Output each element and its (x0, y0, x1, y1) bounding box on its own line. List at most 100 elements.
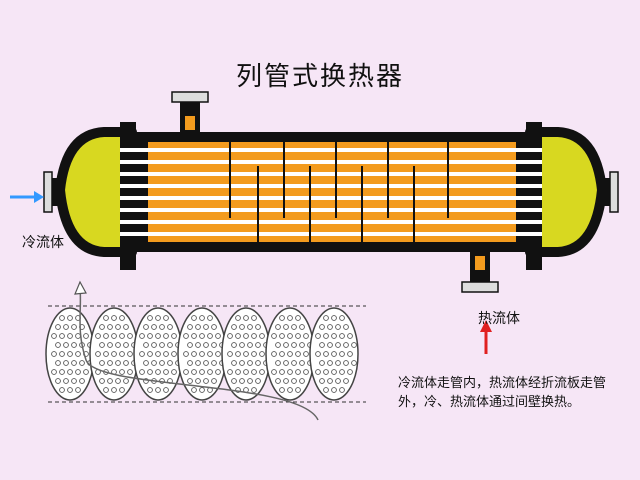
disc-hole (171, 369, 177, 375)
hot-outlet-nozzle (171, 91, 209, 132)
disc-hole (167, 342, 173, 348)
disc-hole (127, 369, 133, 375)
disc-hole (123, 342, 129, 348)
disc-hole (231, 342, 237, 348)
disc-hole (55, 342, 61, 348)
disc-hole (227, 351, 233, 357)
disc-hole (99, 342, 105, 348)
disc-hole (151, 360, 157, 366)
disc-hole (255, 342, 261, 348)
disc-hole (243, 333, 249, 339)
disc-hole (191, 351, 197, 357)
disc-hole (207, 333, 213, 339)
disc-hole (315, 333, 321, 339)
disc-hole (299, 342, 305, 348)
disc-hole (295, 351, 301, 357)
disc-hole (239, 342, 245, 348)
disc-hole (275, 360, 281, 366)
disc-hole (347, 369, 353, 375)
disc-hole (199, 387, 205, 393)
disc-hole (283, 360, 289, 366)
tube (120, 220, 542, 224)
disc-hole (67, 315, 73, 321)
disc-hole (199, 369, 205, 375)
baffle-disc (265, 307, 315, 401)
tube (120, 148, 542, 152)
disc-hole (275, 378, 281, 384)
disc-hole (255, 360, 261, 366)
disc-hole (103, 315, 109, 321)
cold-outlet-nozzle (598, 171, 619, 213)
disc-hole (111, 351, 117, 357)
disc-hole (351, 342, 357, 348)
disc-hole (187, 378, 193, 384)
disc-hole (119, 351, 125, 357)
tube-field (148, 142, 516, 242)
disc-hole (299, 324, 305, 330)
disc-hole (63, 378, 69, 384)
disc-hole (59, 387, 65, 393)
disc-hole (111, 387, 117, 393)
disc-hole (55, 324, 61, 330)
disc-hole (55, 360, 61, 366)
disc-hole (287, 315, 293, 321)
disc-hole (79, 378, 85, 384)
disc-hole (59, 333, 65, 339)
hot-inlet-nozzle (461, 252, 499, 293)
disc-hole (71, 342, 77, 348)
disc-hole (163, 333, 169, 339)
cold-flow-arrow-icon (10, 191, 44, 203)
disc-hole (259, 351, 265, 357)
baffle-disc (309, 307, 359, 401)
baffle-disc (89, 307, 139, 401)
disc-hole (239, 360, 245, 366)
disc-hole (143, 324, 149, 330)
disc-hole (63, 324, 69, 330)
disc-hole (51, 351, 57, 357)
disc-hole (279, 315, 285, 321)
disc-hole (295, 333, 301, 339)
disc-hole (155, 315, 161, 321)
disc-hole (343, 378, 349, 384)
disc-hole (143, 342, 149, 348)
disc-hole (343, 342, 349, 348)
disc-hole (291, 360, 297, 366)
disc-hole (235, 333, 241, 339)
disc-hole (347, 351, 353, 357)
disc-hole (227, 333, 233, 339)
disc-hole (203, 342, 209, 348)
disc-hole (243, 315, 249, 321)
disc-hole (203, 378, 209, 384)
disc-hole (147, 387, 153, 393)
disc-hole (323, 315, 329, 321)
disc-hole (75, 351, 81, 357)
disc-hole (195, 378, 201, 384)
disc-hole (327, 324, 333, 330)
disc-hole (331, 387, 337, 393)
disc-hole (239, 324, 245, 330)
disc-hole (207, 369, 213, 375)
disc-hole (343, 360, 349, 366)
disc-hole (211, 378, 217, 384)
disc-hole (331, 333, 337, 339)
disc-hole (75, 387, 81, 393)
disc-hole (119, 315, 125, 321)
disc-hole (115, 342, 121, 348)
disc-hole (287, 369, 293, 375)
disc-hole (71, 324, 77, 330)
disc-hole (331, 315, 337, 321)
disc-hole (207, 351, 213, 357)
disc-hole (155, 351, 161, 357)
disc-hole (215, 351, 221, 357)
tube (120, 196, 542, 200)
disc-hole (351, 360, 357, 366)
cold-inlet-nozzle (43, 171, 64, 213)
disc-hole (95, 333, 101, 339)
disc-hole (139, 369, 145, 375)
disc-hole (335, 342, 341, 348)
disc-hole (315, 351, 321, 357)
disc-hole (103, 333, 109, 339)
disc-hole (111, 333, 117, 339)
disc-hole (299, 378, 305, 384)
